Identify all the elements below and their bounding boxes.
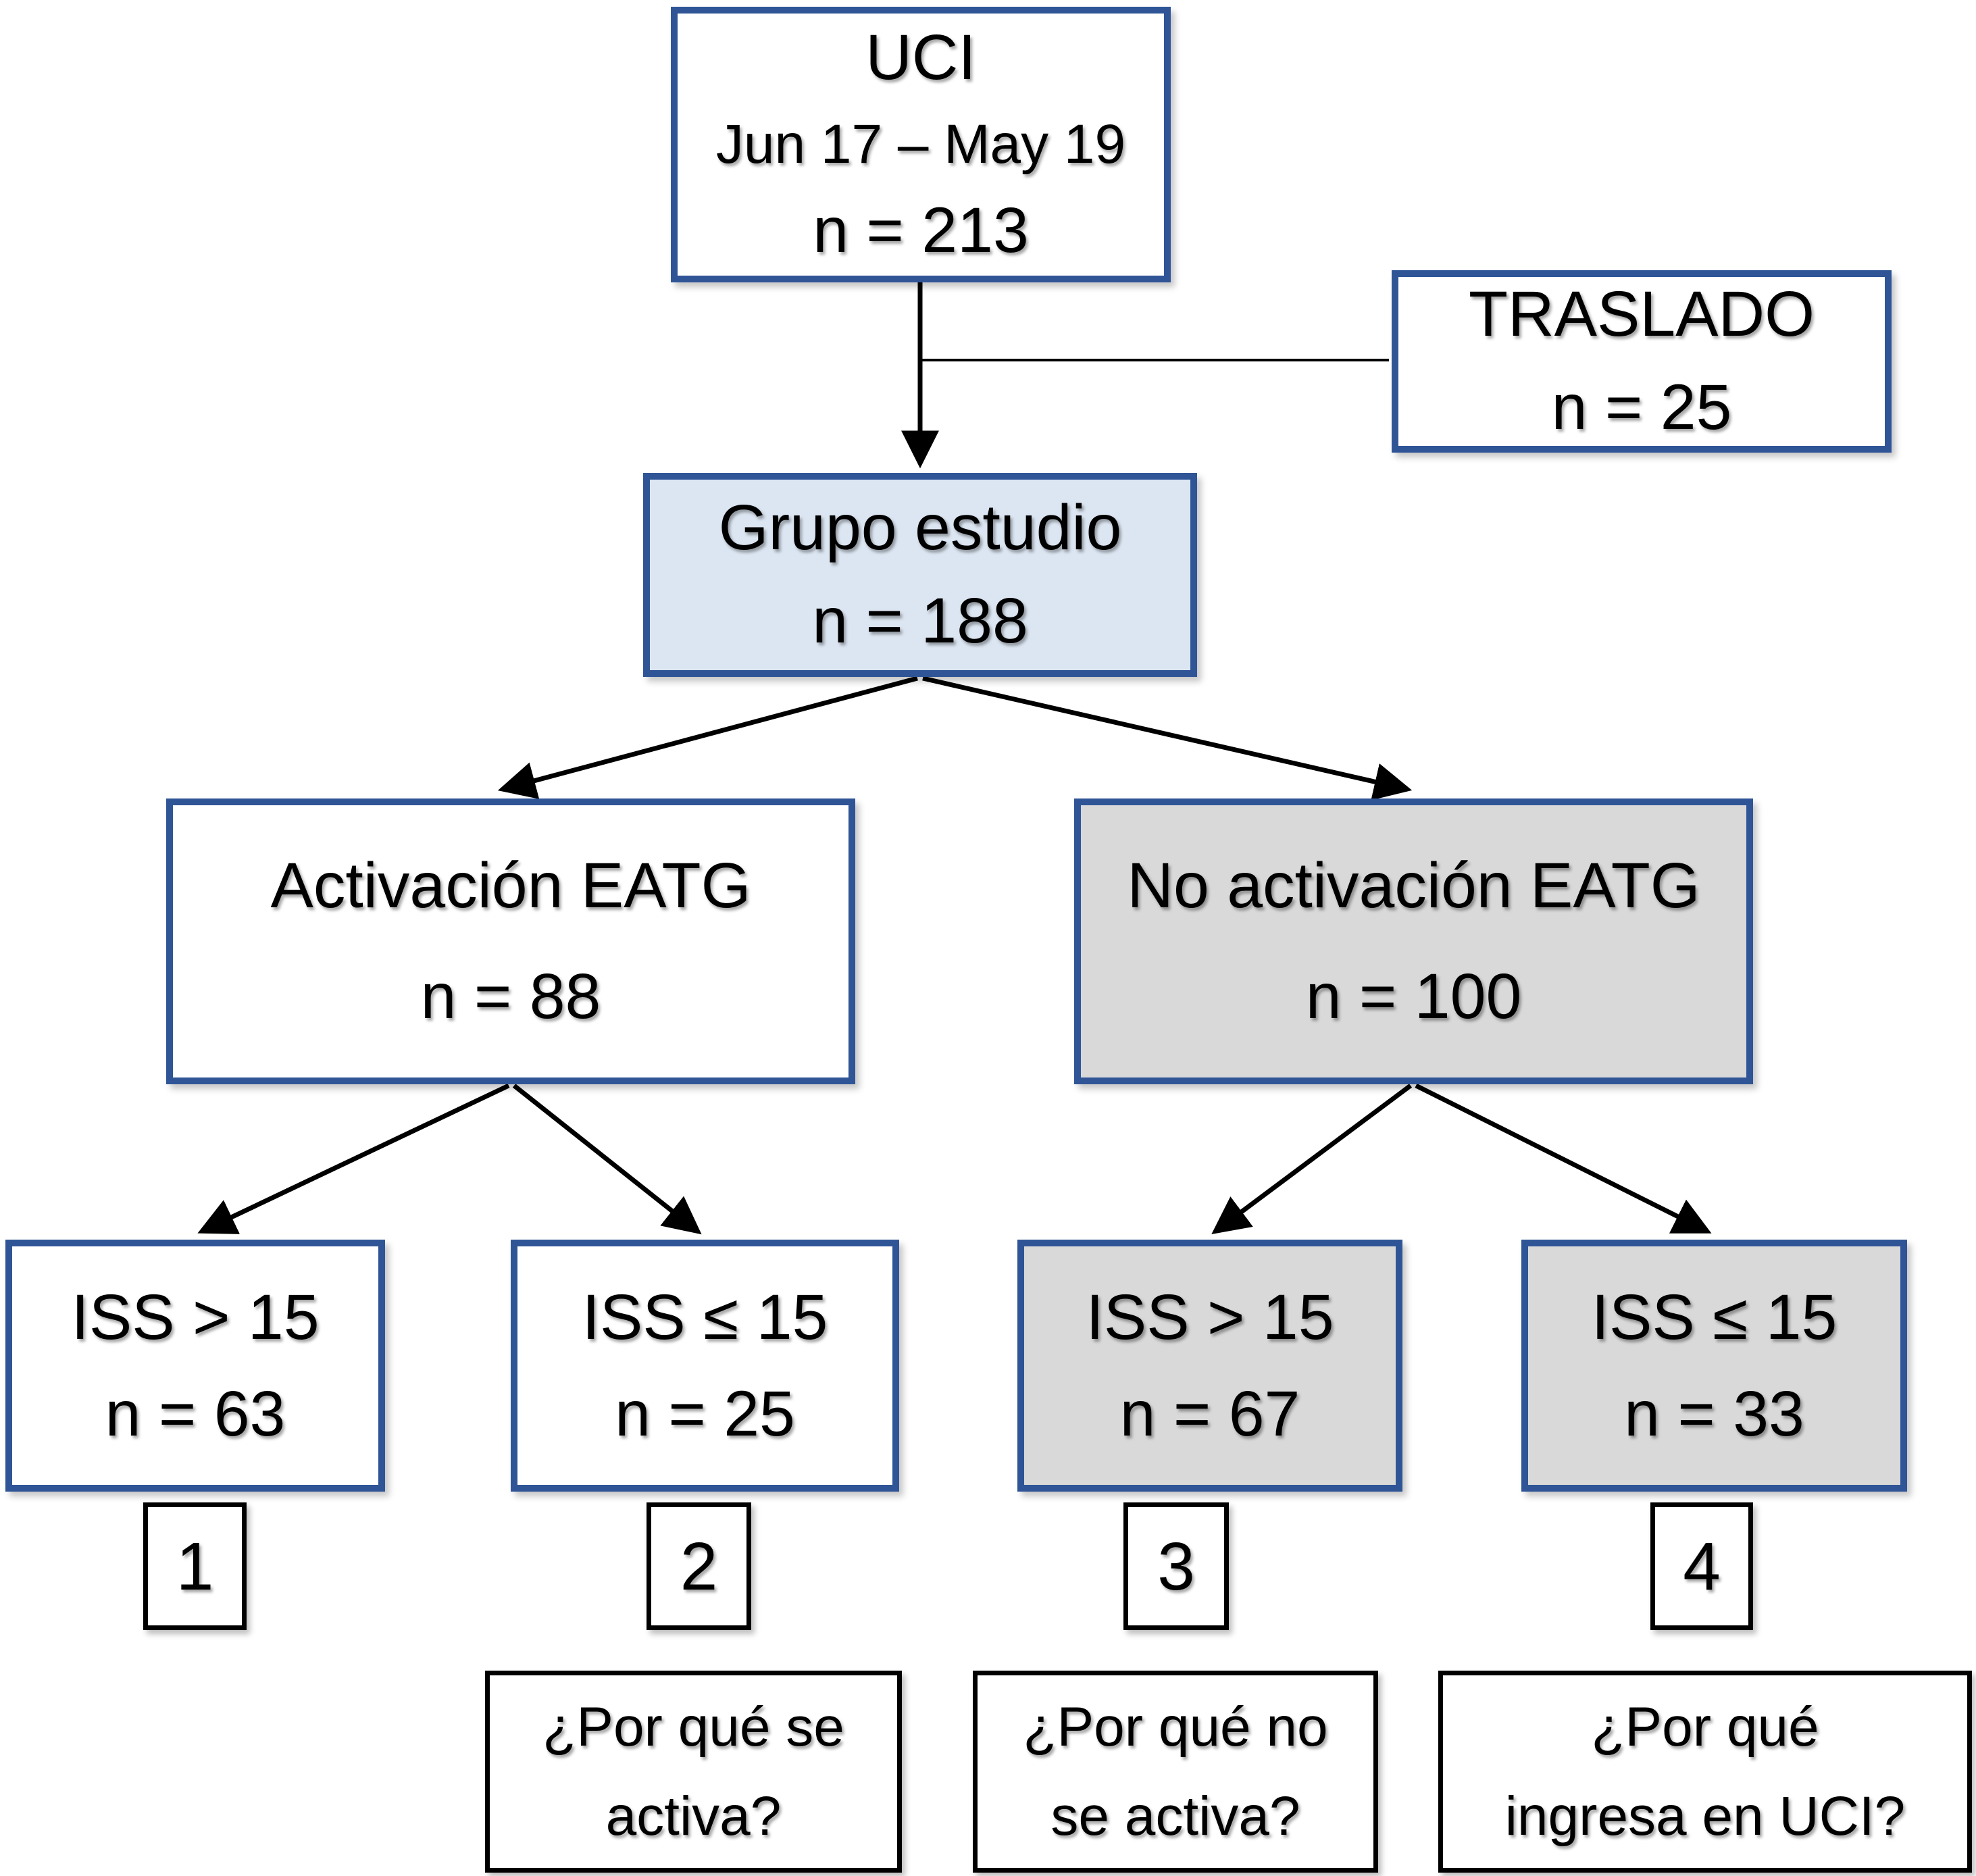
iss-le15-activacion-count: n = 25 (615, 1377, 795, 1450)
group-marker-1: 1 (143, 1502, 247, 1630)
uci-date-range: Jun 17 – May 19 (715, 113, 1126, 175)
group-marker-3-label: 3 (1157, 1528, 1195, 1604)
group-marker-2-label: 2 (680, 1528, 718, 1604)
activacion-eatg-count: n = 88 (420, 960, 601, 1032)
iss-gt15-activacion-title: ISS > 15 (71, 1282, 320, 1353)
group-marker-2: 2 (647, 1502, 751, 1630)
question-why-icu-admission: ¿Por qué ingresa en UCI? (1438, 1671, 1972, 1873)
iss-gt15-activacion-count: n = 63 (105, 1377, 286, 1450)
grupo-estudio-node: Grupo estudio n = 188 (643, 473, 1197, 677)
grupo-estudio-title: Grupo estudio (718, 492, 1122, 564)
iss-gt15-no-activacion-title: ISS > 15 (1086, 1282, 1334, 1353)
connector-no-activacion-to-iss-le15 (1415, 1083, 1712, 1234)
group-marker-4: 4 (1650, 1502, 1753, 1630)
question-why-activated-line1: ¿Por qué se (542, 1696, 844, 1758)
iss-le15-activacion-node: ISS ≤ 15 n = 25 (511, 1240, 899, 1492)
question-why-not-activated: ¿Por qué no se activa? (973, 1671, 1378, 1873)
connector-no-activacion-to-iss-gt15 (1211, 1084, 1413, 1235)
activacion-eatg-node: Activación EATG n = 88 (166, 798, 855, 1084)
group-marker-1-label: 1 (176, 1528, 214, 1604)
uci-title: UCI (865, 21, 976, 93)
traslado-title: TRASLADO (1468, 278, 1815, 351)
no-activacion-eatg-count: n = 100 (1305, 960, 1522, 1032)
iss-le15-no-activacion-count: n = 33 (1624, 1377, 1804, 1450)
connector-activacion-to-iss-gt15 (197, 1083, 510, 1234)
iss-le15-no-activacion-node: ISS ≤ 15 n = 33 (1521, 1240, 1907, 1492)
iss-le15-activacion-title: ISS ≤ 15 (582, 1282, 828, 1353)
question-why-not-activated-line2: se activa? (1050, 1785, 1300, 1847)
question-why-icu-admission-line1: ¿Por qué (1591, 1696, 1819, 1758)
question-why-not-activated-line1: ¿Por qué no (1023, 1696, 1328, 1758)
group-marker-4-label: 4 (1683, 1528, 1721, 1604)
iss-gt15-activacion-node: ISS > 15 n = 63 (5, 1240, 385, 1492)
uci-node: UCI Jun 17 – May 19 n = 213 (671, 7, 1171, 282)
traslado-count: n = 25 (1551, 372, 1732, 443)
iss-gt15-no-activacion-count: n = 67 (1119, 1377, 1300, 1450)
connector-grupo-to-no-activacion (922, 676, 1413, 801)
group-marker-3: 3 (1123, 1502, 1229, 1630)
no-activacion-eatg-node: No activación EATG n = 100 (1074, 798, 1753, 1084)
traslado-node: TRASLADO n = 25 (1392, 270, 1892, 453)
question-why-activated: ¿Por qué se activa? (485, 1671, 902, 1873)
connector-grupo-to-activacion (497, 676, 918, 799)
question-why-activated-line2: activa? (605, 1785, 782, 1847)
activacion-eatg-title: Activación EATG (270, 850, 751, 922)
iss-le15-no-activacion-title: ISS ≤ 15 (1591, 1282, 1838, 1353)
iss-gt15-no-activacion-node: ISS > 15 n = 67 (1017, 1240, 1402, 1492)
connector-activacion-to-iss-le15 (512, 1084, 702, 1235)
uci-count: n = 213 (813, 195, 1029, 267)
no-activacion-eatg-title: No activación EATG (1127, 850, 1700, 922)
question-why-icu-admission-line2: ingresa en UCI? (1504, 1785, 1906, 1847)
grupo-estudio-count: n = 188 (812, 585, 1028, 657)
